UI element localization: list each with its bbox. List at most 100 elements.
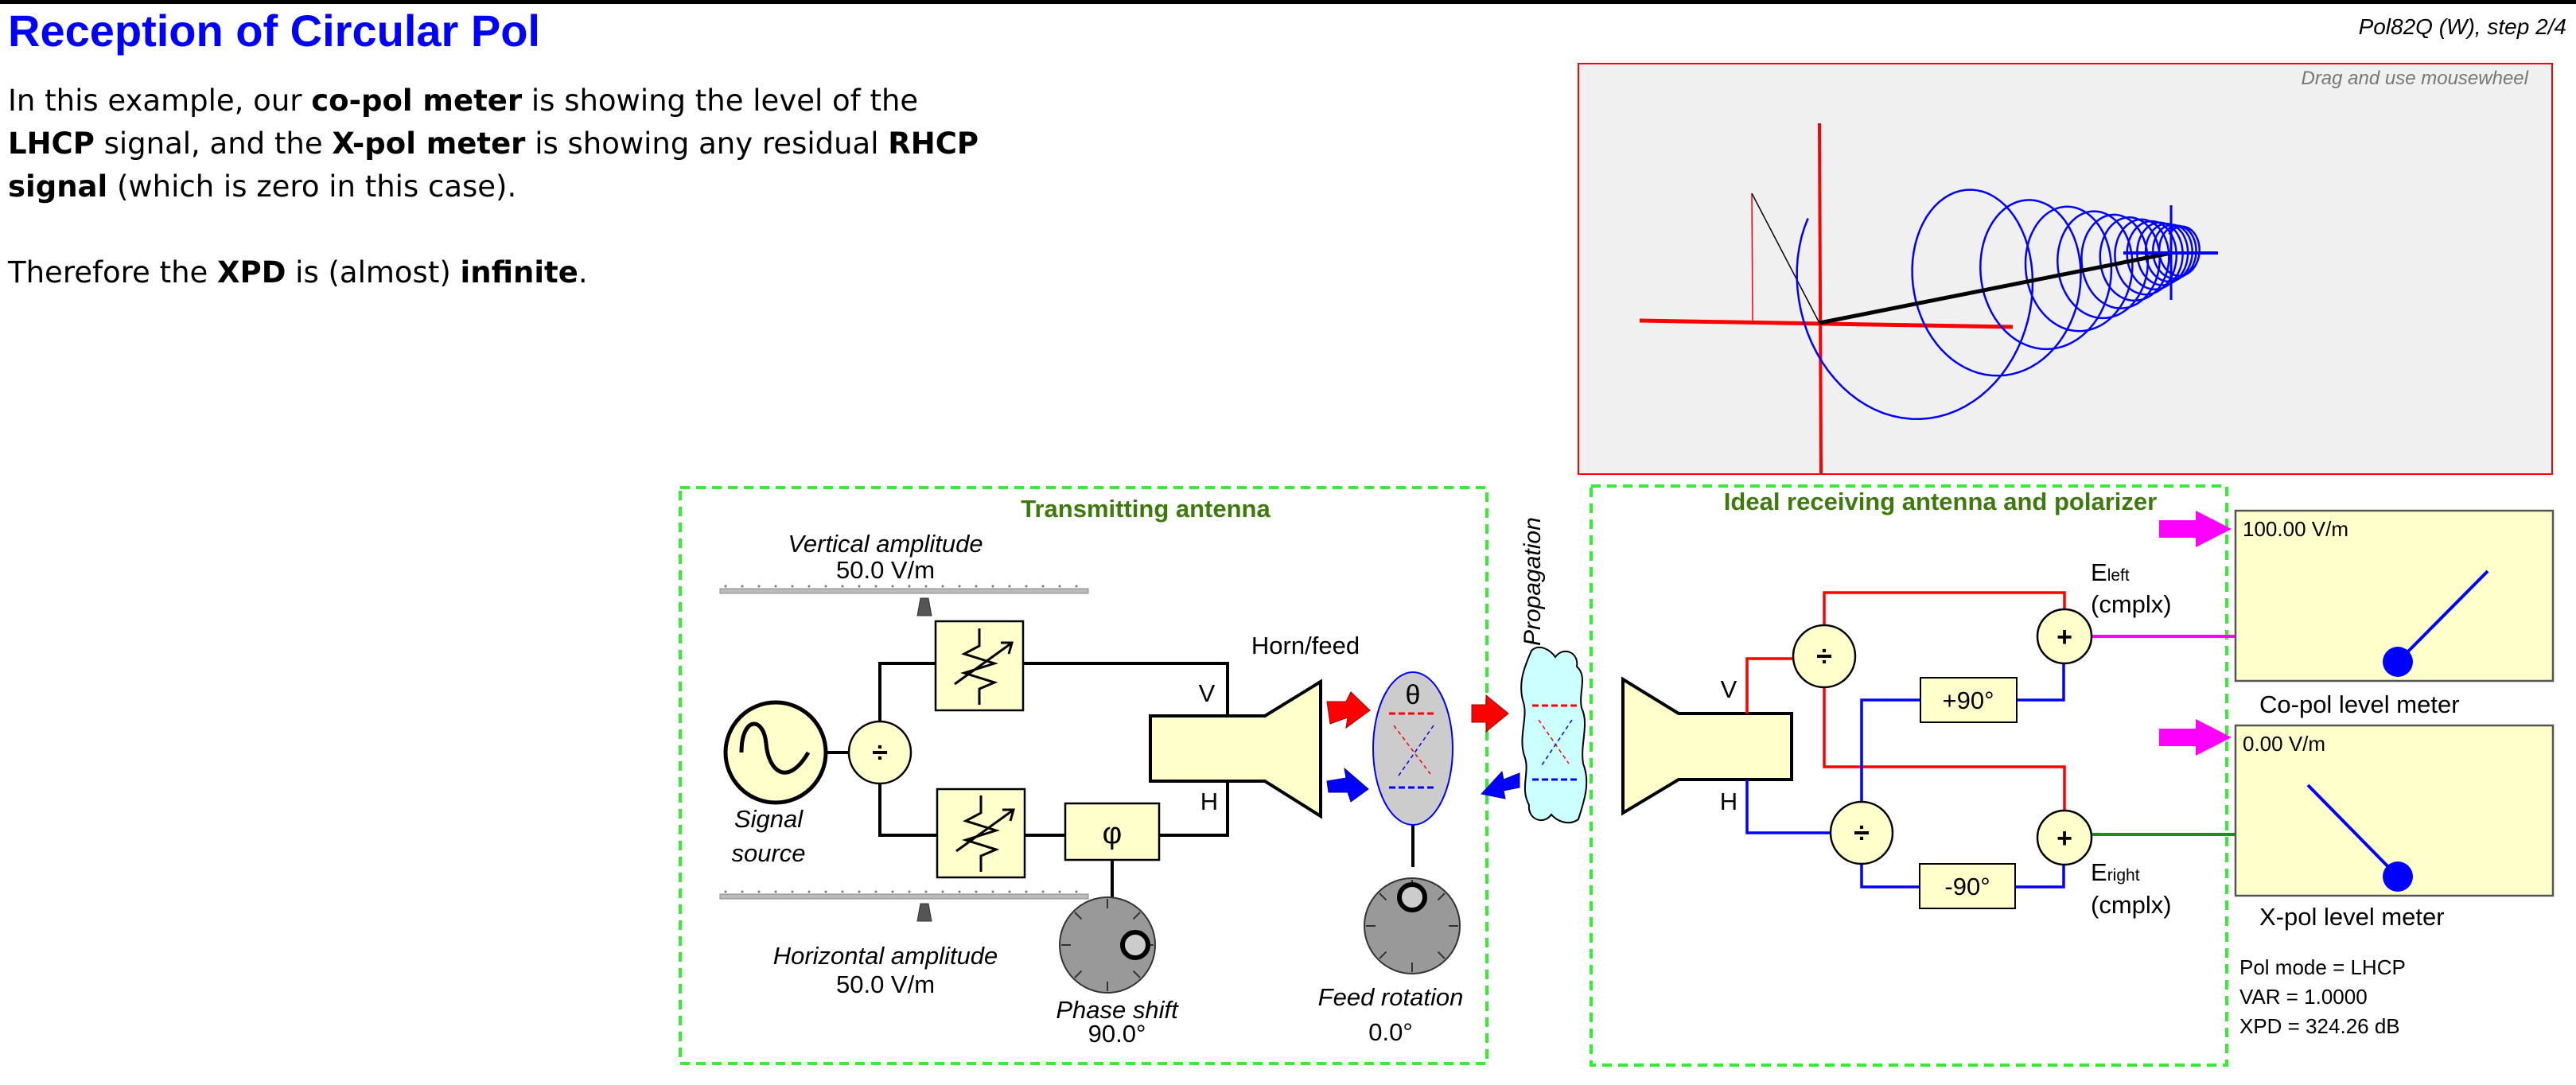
divider-symbol: ÷ (1816, 640, 1832, 672)
e-right-note: (cmplx) (2091, 891, 2172, 919)
slider-ticks (724, 890, 1078, 893)
slider-track[interactable] (719, 588, 1089, 594)
emphasis-text: RHCP (888, 126, 979, 161)
rx-v-port-label: V (1721, 675, 1737, 703)
slider-tick (958, 585, 961, 588)
xpol-level-meter: 0.00 V/m X-pol level meter (2159, 719, 2555, 931)
page-title: Reception of Circular Pol (8, 6, 540, 56)
slider-tick (774, 890, 777, 893)
knob-tick (1379, 892, 1387, 901)
receiving-antenna-panel: Ideal receiving antenna and polarizer V … (1590, 484, 2236, 1067)
left-adder (2036, 608, 2093, 665)
vertical-amplitude-label: Vertical amplitude (788, 530, 983, 558)
h-port-label: H (1200, 788, 1218, 815)
slider-tick (824, 890, 827, 893)
feed-polarization-indicator: θ (1372, 671, 1453, 826)
slider-tick (757, 890, 761, 893)
phase-shift-value: 90.0° (1088, 1020, 1146, 1048)
slider-tick (741, 585, 744, 588)
slider-tick (891, 890, 894, 893)
slider-tick (841, 585, 844, 588)
knob-tick (1074, 970, 1083, 978)
slider-tick (1008, 890, 1011, 893)
slider-tick (975, 890, 978, 893)
emphasis-text: LHCP (8, 126, 95, 161)
slider-ticks (724, 585, 1078, 588)
slider-tick (807, 585, 811, 588)
explanation-line: In this example, our co-pol meter is sho… (8, 80, 1520, 122)
text-segment: signal, and the (94, 126, 333, 161)
emphasis-text: XPD (217, 255, 286, 290)
knob-tick (1074, 912, 1083, 920)
slider-tick (958, 890, 961, 893)
slider-tick (1075, 890, 1078, 893)
e-left-label: Eleft (2091, 558, 2130, 586)
horizontal-amplitude-label: Horizontal amplitude (773, 942, 998, 970)
receiver-box (1590, 484, 2228, 1067)
xpol-needle-pivot (2383, 861, 2413, 892)
v-propagation-arrow-icon (1471, 694, 1509, 733)
phase-shift-knob[interactable] (1059, 896, 1156, 994)
receiving-horn (1621, 676, 1793, 816)
propagation-axis (1819, 251, 2172, 325)
vertical-attenuator (934, 620, 1025, 712)
slider-thumb[interactable] (916, 597, 932, 616)
copol-arrow-icon (2159, 511, 2232, 547)
polarization-helix (1796, 189, 2200, 420)
slider-thumb[interactable] (916, 903, 932, 922)
pol-mode-readout: Pol mode = LHCP (2239, 955, 2406, 979)
feed-rotation-knob[interactable] (1364, 877, 1461, 974)
vertical-amplitude-value: 50.0 V/m (836, 556, 935, 584)
slider-tick (791, 890, 794, 893)
horn-feed (1149, 679, 1322, 819)
power-divider (847, 720, 912, 785)
horizontal-amplitude-slider[interactable] (719, 890, 1089, 922)
horizontal-axis (1639, 318, 2014, 329)
text-segment: is showing the level of the (522, 84, 919, 118)
slider-tick (991, 890, 994, 893)
explanation-line: signal (which is zero in this case). (8, 165, 1520, 208)
slider-tick (807, 890, 811, 893)
vertical-amplitude-slider[interactable] (719, 585, 1089, 616)
knob-tick (1379, 951, 1387, 959)
knob-tick (1437, 892, 1446, 901)
3d-view[interactable]: Drag and use mousewheel (1578, 63, 2553, 475)
h-propagation-arrow-icon (1481, 770, 1520, 799)
propagation-label: Propagation (1520, 517, 1546, 646)
xpol-reading: 0.00 V/m (2243, 732, 2325, 756)
variable-resistor-icon (960, 628, 998, 705)
knob-grip[interactable] (1120, 930, 1150, 960)
transmitter-title: Transmitting antenna (1021, 495, 1270, 523)
e-right-label: Eright (2091, 858, 2140, 886)
propagation-cloud (1520, 646, 1588, 824)
text-segment: . (578, 255, 588, 290)
slider-tick (841, 890, 844, 893)
vertical-axis (1818, 122, 1823, 475)
text-segment: is showing any residual (525, 126, 889, 161)
slider-tick (774, 585, 777, 588)
top-border (0, 0, 2576, 4)
3d-view-panel[interactable] (1578, 63, 2553, 475)
explanation-text: In this example, our co-pol meter is sho… (8, 80, 1520, 294)
transmitter-box (679, 486, 1488, 1065)
slider-tick (1008, 585, 1011, 588)
feed-rotation-label: Feed rotation (1318, 983, 1464, 1011)
feed-rotation-value: 0.0° (1368, 1018, 1413, 1046)
slider-tick (858, 585, 861, 588)
knob-grip[interactable] (1397, 882, 1427, 912)
slider-tick (924, 890, 928, 893)
knob-tick (1437, 951, 1446, 959)
explanation-line: Therefore the XPD is (almost) infinite. (8, 251, 1520, 294)
emphasis-text: X-pol meter (332, 126, 526, 161)
status-readout: Pol mode = LHCP VAR = 1.0000 XPD = 324.2… (2239, 955, 2406, 1038)
slider-track[interactable] (719, 893, 1089, 900)
projection-line (1751, 192, 1753, 322)
rx-divider-v (1792, 624, 1857, 689)
propagation-channel: Propagation (1471, 517, 1588, 824)
slider-tick (741, 890, 744, 893)
receiver-title: Ideal receiving antenna and polarizer (1724, 488, 2157, 515)
slider-tick (791, 585, 794, 588)
xpol-needle (2306, 784, 2399, 878)
xpol-arrow-icon (2159, 719, 2232, 756)
